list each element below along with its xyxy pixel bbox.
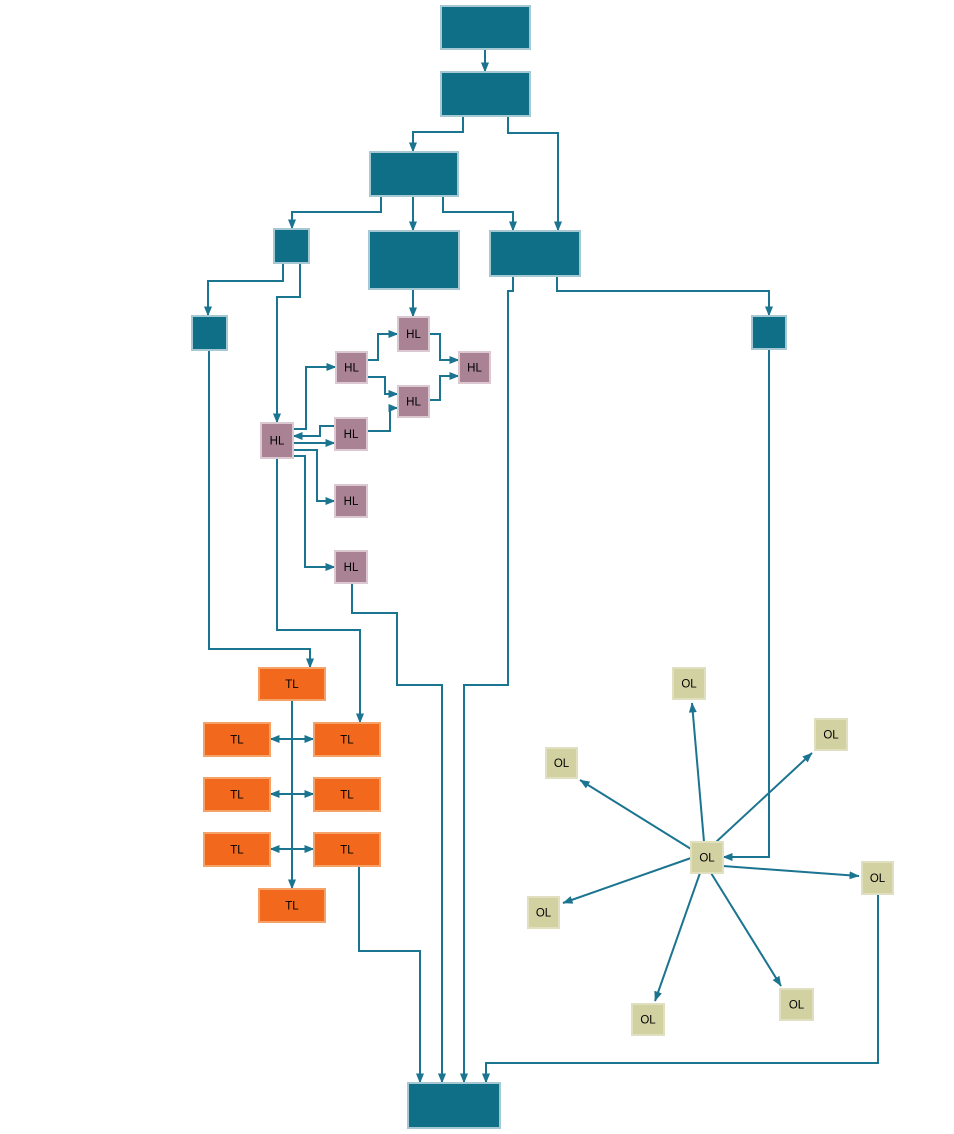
node-process-3 (369, 151, 459, 197)
edge-process-8-to-ol-center (722, 349, 770, 861)
node-process-4 (273, 228, 310, 264)
node-label-ol-right: OL (870, 873, 886, 885)
edge-hl-5-to-hl-4 (367, 404, 399, 432)
node-label-ol-bottom-left: OL (640, 1015, 656, 1027)
node-label-hl-7: HL (344, 496, 359, 508)
node-tl-left-1: TL (203, 722, 271, 757)
node-label-ol-left-lower: OL (536, 908, 552, 920)
node-ol-left-upper: OL (545, 747, 578, 779)
node-hl-2: HL (335, 351, 368, 384)
edge-ol-center-to-ol-left-upper (579, 779, 692, 850)
edge-hl-6-to-hl-8 (293, 455, 336, 571)
edge-hl-8-to-process-bottom (351, 583, 446, 1084)
node-process-5 (368, 230, 460, 290)
edge-process-2-to-process-6 (507, 116, 562, 232)
edge-process-6-to-process-8 (556, 276, 773, 317)
edge-hl-2-to-hl-1 (367, 330, 399, 361)
edge-tl-right-3-to-process-bottom (358, 866, 424, 1084)
node-hl-3: HL (458, 351, 491, 384)
node-hl-1: HL (397, 316, 430, 352)
edge-ol-center-to-ol-bottom-right (710, 872, 782, 987)
edge-hl-5-to-hl-6 (292, 425, 335, 440)
edge-process-7-to-tl-top (208, 350, 314, 669)
node-process-2 (440, 71, 531, 117)
node-process-6 (489, 230, 581, 277)
node-ol-left-lower: OL (527, 896, 560, 929)
node-tl-left-2: TL (203, 777, 271, 812)
node-ol-top-right: OL (814, 718, 848, 751)
node-label-ol-center: OL (699, 853, 715, 865)
node-tl-right-3: TL (313, 832, 381, 867)
node-process-bottom (407, 1082, 501, 1129)
node-label-hl-2: HL (344, 363, 359, 375)
node-label-tl-bottom: TL (285, 901, 299, 913)
edge-ol-center-to-ol-right (722, 865, 860, 880)
edge-hl-2-to-hl-4 (367, 376, 399, 398)
edge-hl-6-to-hl-7 (293, 449, 336, 505)
edge-ol-center-to-ol-top (688, 702, 705, 843)
node-label-tl-right-2: TL (340, 790, 354, 802)
node-label-tl-left-2: TL (230, 790, 244, 802)
node-label-tl-left-1: TL (230, 735, 244, 747)
node-process-1 (440, 5, 531, 50)
edge-process-4-to-process-7 (204, 263, 284, 317)
node-label-ol-top-right: OL (823, 730, 839, 742)
edge-process-6-to-process-bottom (460, 276, 514, 1084)
node-label-hl-4: HL (406, 397, 421, 409)
node-process-7 (191, 315, 228, 351)
node-tl-left-3: TL (203, 832, 271, 867)
node-label-tl-left-3: TL (230, 845, 244, 857)
node-label-tl-right-3: TL (340, 845, 354, 857)
node-label-ol-top: OL (681, 679, 697, 691)
node-hl-6: HL (260, 422, 294, 459)
edge-hl-4-to-hl-3 (429, 372, 460, 401)
edge-ol-center-to-ol-left-lower (562, 857, 692, 904)
node-label-ol-bottom-right: OL (789, 1000, 805, 1012)
node-label-hl-1: HL (406, 329, 421, 341)
node-tl-top: TL (258, 667, 326, 701)
node-label-ol-left-upper: OL (554, 758, 570, 770)
edge-ol-center-to-ol-top-right (715, 752, 813, 843)
edge-ol-right-to-process-bottom (482, 894, 879, 1084)
node-hl-5: HL (334, 417, 368, 451)
edge-hl-1-to-hl-3 (429, 333, 460, 364)
node-ol-top: OL (672, 667, 706, 700)
node-ol-bottom-left: OL (631, 1003, 665, 1036)
node-label-tl-top: TL (285, 679, 299, 691)
node-ol-right: OL (861, 861, 894, 895)
node-hl-4: HL (397, 385, 430, 418)
edge-ol-center-to-ol-bottom-left (654, 872, 701, 1002)
edge-process-4-to-hl-6 (273, 263, 301, 424)
edge-hl-6-to-hl-2 (293, 363, 337, 430)
node-tl-right-1: TL (313, 722, 381, 757)
edge-process-3-to-process-6 (442, 196, 517, 232)
node-ol-bottom-right: OL (779, 988, 814, 1021)
edge-process-3-to-process-4 (288, 196, 382, 230)
node-label-hl-3: HL (467, 363, 482, 375)
node-hl-8: HL (334, 550, 368, 584)
node-label-hl-5: HL (344, 429, 359, 441)
node-hl-7: HL (334, 484, 368, 518)
node-tl-bottom: TL (258, 888, 326, 923)
edge-hl-6-to-tl-right-1 (276, 458, 364, 724)
node-tl-right-2: TL (313, 777, 381, 812)
node-process-8 (751, 315, 787, 350)
node-label-tl-right-1: TL (340, 735, 354, 747)
node-ol-center: OL (690, 841, 724, 874)
node-label-hl-6: HL (270, 436, 285, 448)
edge-process-2-to-process-3 (409, 116, 464, 153)
node-label-hl-8: HL (344, 562, 359, 574)
